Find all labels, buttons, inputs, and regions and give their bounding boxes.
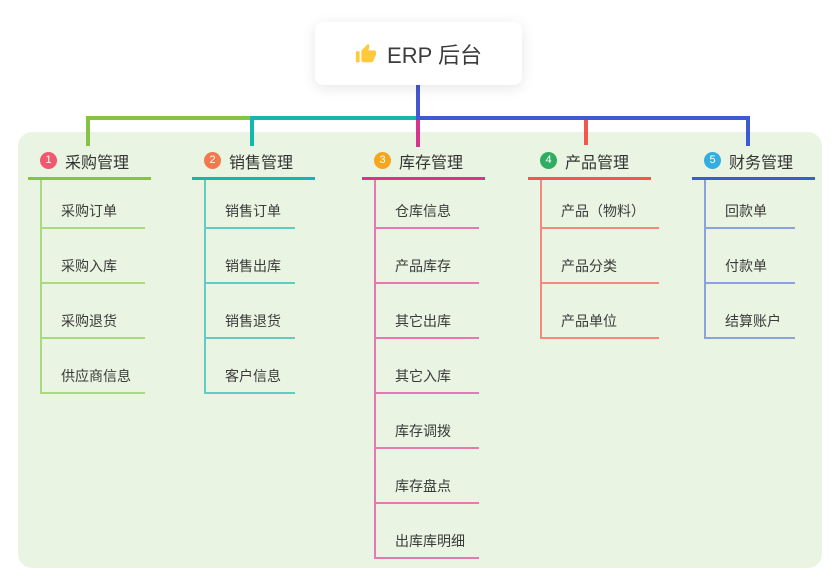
root-node[interactable]: ERP 后台 [315, 22, 522, 85]
item-label: 销售退货 [225, 313, 281, 329]
branch-header[interactable]: 4 产品管理 [528, 146, 652, 180]
branch-3-item[interactable]: 库存盘点 [376, 449, 479, 504]
branch-header[interactable]: 2 销售管理 [192, 146, 316, 180]
item-label: 其它入库 [395, 368, 451, 384]
branch-index-badge: 3 [374, 152, 391, 169]
branch-3-item[interactable]: 其它出库 [376, 284, 479, 339]
connector-horizontal-branch2 [250, 116, 420, 120]
item-label: 仓库信息 [395, 203, 451, 219]
item-label: 销售出库 [225, 258, 281, 274]
branch-5-item[interactable]: 付款单 [706, 229, 795, 284]
branch-label: 财务管理 [729, 154, 794, 172]
connector-drop-branch3 [416, 120, 420, 147]
root-stem-line [416, 85, 420, 120]
branch-2: 2 销售管理 销售订单销售出库销售退货客户信息 [192, 146, 316, 394]
branch-4-item[interactable]: 产品（物料） [542, 180, 659, 229]
branch-1-item[interactable]: 供应商信息 [42, 339, 145, 394]
item-label: 库存调拨 [395, 423, 451, 439]
item-label: 产品单位 [561, 313, 617, 329]
branch-index-badge: 2 [204, 152, 221, 169]
item-label: 供应商信息 [61, 368, 131, 384]
branch-header[interactable]: 5 财务管理 [692, 146, 816, 180]
item-label: 客户信息 [225, 368, 281, 384]
branch-4-item[interactable]: 产品分类 [542, 229, 659, 284]
thumbs-up-icon [355, 43, 377, 62]
item-label: 其它出库 [395, 313, 451, 329]
branch-5: 5 财务管理 回款单付款单结算账户 [692, 146, 816, 339]
branch-children: 采购订单采购入库采购退货供应商信息 [40, 180, 145, 394]
connector-drop-branch5 [746, 116, 750, 146]
branch-3-item[interactable]: 仓库信息 [376, 180, 479, 229]
item-label: 销售订单 [225, 203, 281, 219]
branch-3-item[interactable]: 其它入库 [376, 339, 479, 394]
branch-3: 3 库存管理 仓库信息产品库存其它出库其它入库库存调拨库存盘点出库库明细 [362, 146, 486, 559]
branches-panel [18, 132, 822, 568]
item-label: 产品分类 [561, 258, 617, 274]
branch-2-item[interactable]: 客户信息 [206, 339, 295, 394]
connector-drop-branch2 [250, 116, 254, 146]
item-label: 采购退货 [61, 313, 117, 329]
branch-index-badge: 4 [540, 152, 557, 169]
branch-4-item[interactable]: 产品单位 [542, 284, 659, 339]
branch-5-item[interactable]: 结算账户 [706, 284, 795, 339]
branch-index-badge: 5 [704, 152, 721, 169]
branch-1: 1 采购管理 采购订单采购入库采购退货供应商信息 [28, 146, 152, 394]
item-label: 采购订单 [61, 203, 117, 219]
connector-horizontal-branch5 [416, 116, 750, 120]
item-label: 采购入库 [61, 258, 117, 274]
branch-4: 4 产品管理 产品（物料） 产品分类产品单位 [528, 146, 659, 339]
branch-1-item[interactable]: 采购订单 [42, 180, 145, 229]
branch-label: 销售管理 [229, 154, 294, 172]
root-title: ERP 后台 [387, 42, 482, 68]
branch-label: 产品管理 [565, 154, 630, 172]
branch-3-item[interactable]: 出库库明细 [376, 504, 479, 559]
item-label: 回款单 [725, 203, 767, 219]
connector-drop-branch1 [86, 116, 90, 146]
branch-5-item[interactable]: 回款单 [706, 180, 795, 229]
branch-index-badge: 1 [40, 152, 57, 169]
item-label: 出库库明细 [395, 533, 465, 549]
branch-3-item[interactable]: 库存调拨 [376, 394, 479, 449]
branch-label: 采购管理 [65, 154, 130, 172]
branch-children: 仓库信息产品库存其它出库其它入库库存调拨库存盘点出库库明细 [374, 180, 479, 559]
branch-label: 库存管理 [399, 154, 464, 172]
branch-3-item[interactable]: 产品库存 [376, 229, 479, 284]
item-label: 产品库存 [395, 258, 451, 274]
branch-header[interactable]: 3 库存管理 [362, 146, 486, 180]
branch-2-item[interactable]: 销售订单 [206, 180, 295, 229]
branch-2-item[interactable]: 销售退货 [206, 284, 295, 339]
branch-children: 销售订单销售出库销售退货客户信息 [204, 180, 295, 394]
connector-drop-branch4 [584, 120, 588, 145]
item-label: 结算账户 [725, 313, 781, 329]
branch-1-item[interactable]: 采购退货 [42, 284, 145, 339]
item-label: 付款单 [725, 258, 767, 274]
branch-2-item[interactable]: 销售出库 [206, 229, 295, 284]
item-label: 产品（物料） [561, 203, 645, 219]
branch-1-item[interactable]: 采购入库 [42, 229, 145, 284]
branch-header[interactable]: 1 采购管理 [28, 146, 152, 180]
item-label: 库存盘点 [395, 478, 451, 494]
branch-children: 产品（物料） 产品分类产品单位 [540, 180, 659, 339]
branch-children: 回款单付款单结算账户 [704, 180, 795, 339]
